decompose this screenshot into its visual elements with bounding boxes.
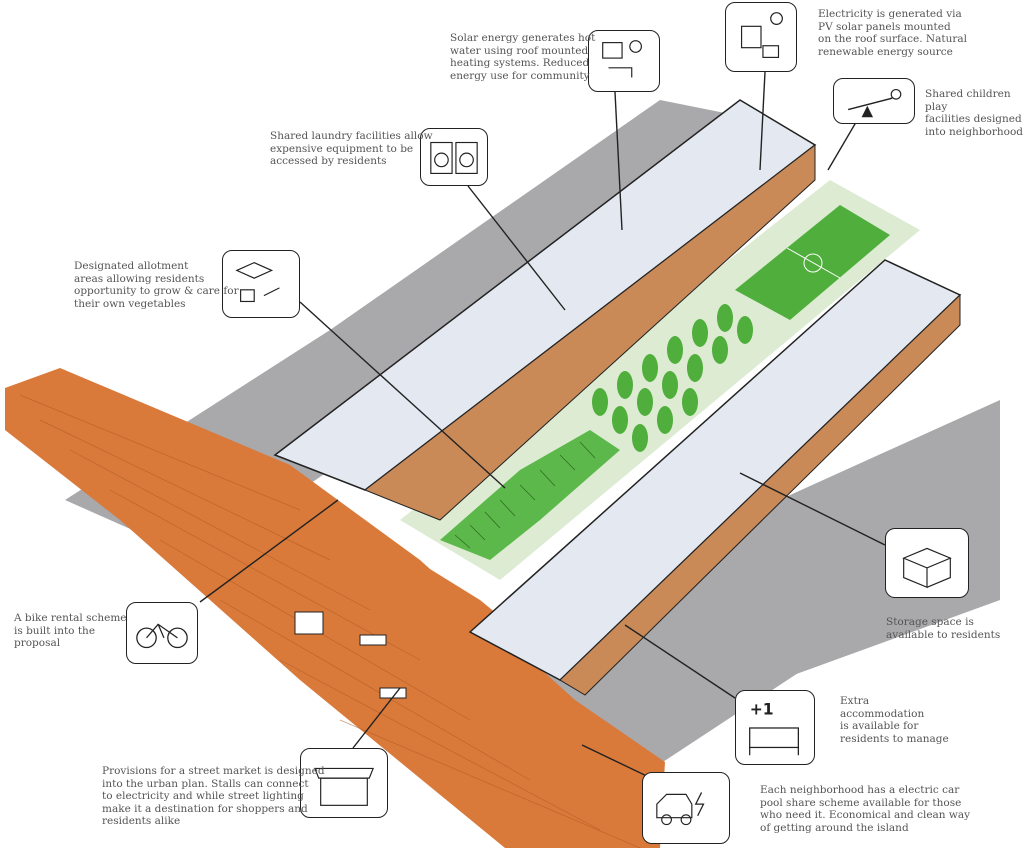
label-allotment: Designated allotment areas allowing resi… — [74, 260, 239, 310]
solar-panel-icon — [725, 2, 797, 72]
label-children-play: Shared children play facilities designed… — [925, 88, 1024, 138]
label-extra-accommodation: Extra accommodation is available for res… — [840, 695, 949, 745]
extra-bed-icon: +1 — [735, 690, 815, 765]
label-pv-electricity: Electricity is generated via PV solar pa… — [818, 8, 967, 58]
building-upper-facade — [363, 143, 816, 521]
label-electric-car: Each neighborhood has a electric car poo… — [760, 784, 971, 834]
electric-car-icon — [642, 772, 730, 844]
bicycle-icon — [126, 602, 198, 664]
building-lower-facade — [559, 293, 961, 696]
label-storage: Storage space is available to residents — [886, 616, 1001, 641]
solar-water-heater-icon — [588, 30, 660, 92]
timber-plaza — [5, 368, 665, 848]
label-laundry: Shared laundry facilities allow expensiv… — [270, 130, 433, 167]
washing-machine-icon — [420, 128, 488, 186]
label-street-market: Provisions for a street market is design… — [102, 765, 325, 827]
storage-boxes-icon — [885, 528, 969, 598]
extra-bed-glyph: +1 — [750, 700, 774, 718]
label-bike-rental: A bike rental scheme is built into the p… — [14, 612, 127, 649]
label-solar-hot-water: Solar energy generates hot water using r… — [450, 32, 596, 82]
tree-grove — [592, 304, 753, 452]
seesaw-icon — [833, 78, 915, 124]
market-stall-icon — [300, 748, 388, 818]
allotment-garden-icon — [222, 250, 300, 318]
